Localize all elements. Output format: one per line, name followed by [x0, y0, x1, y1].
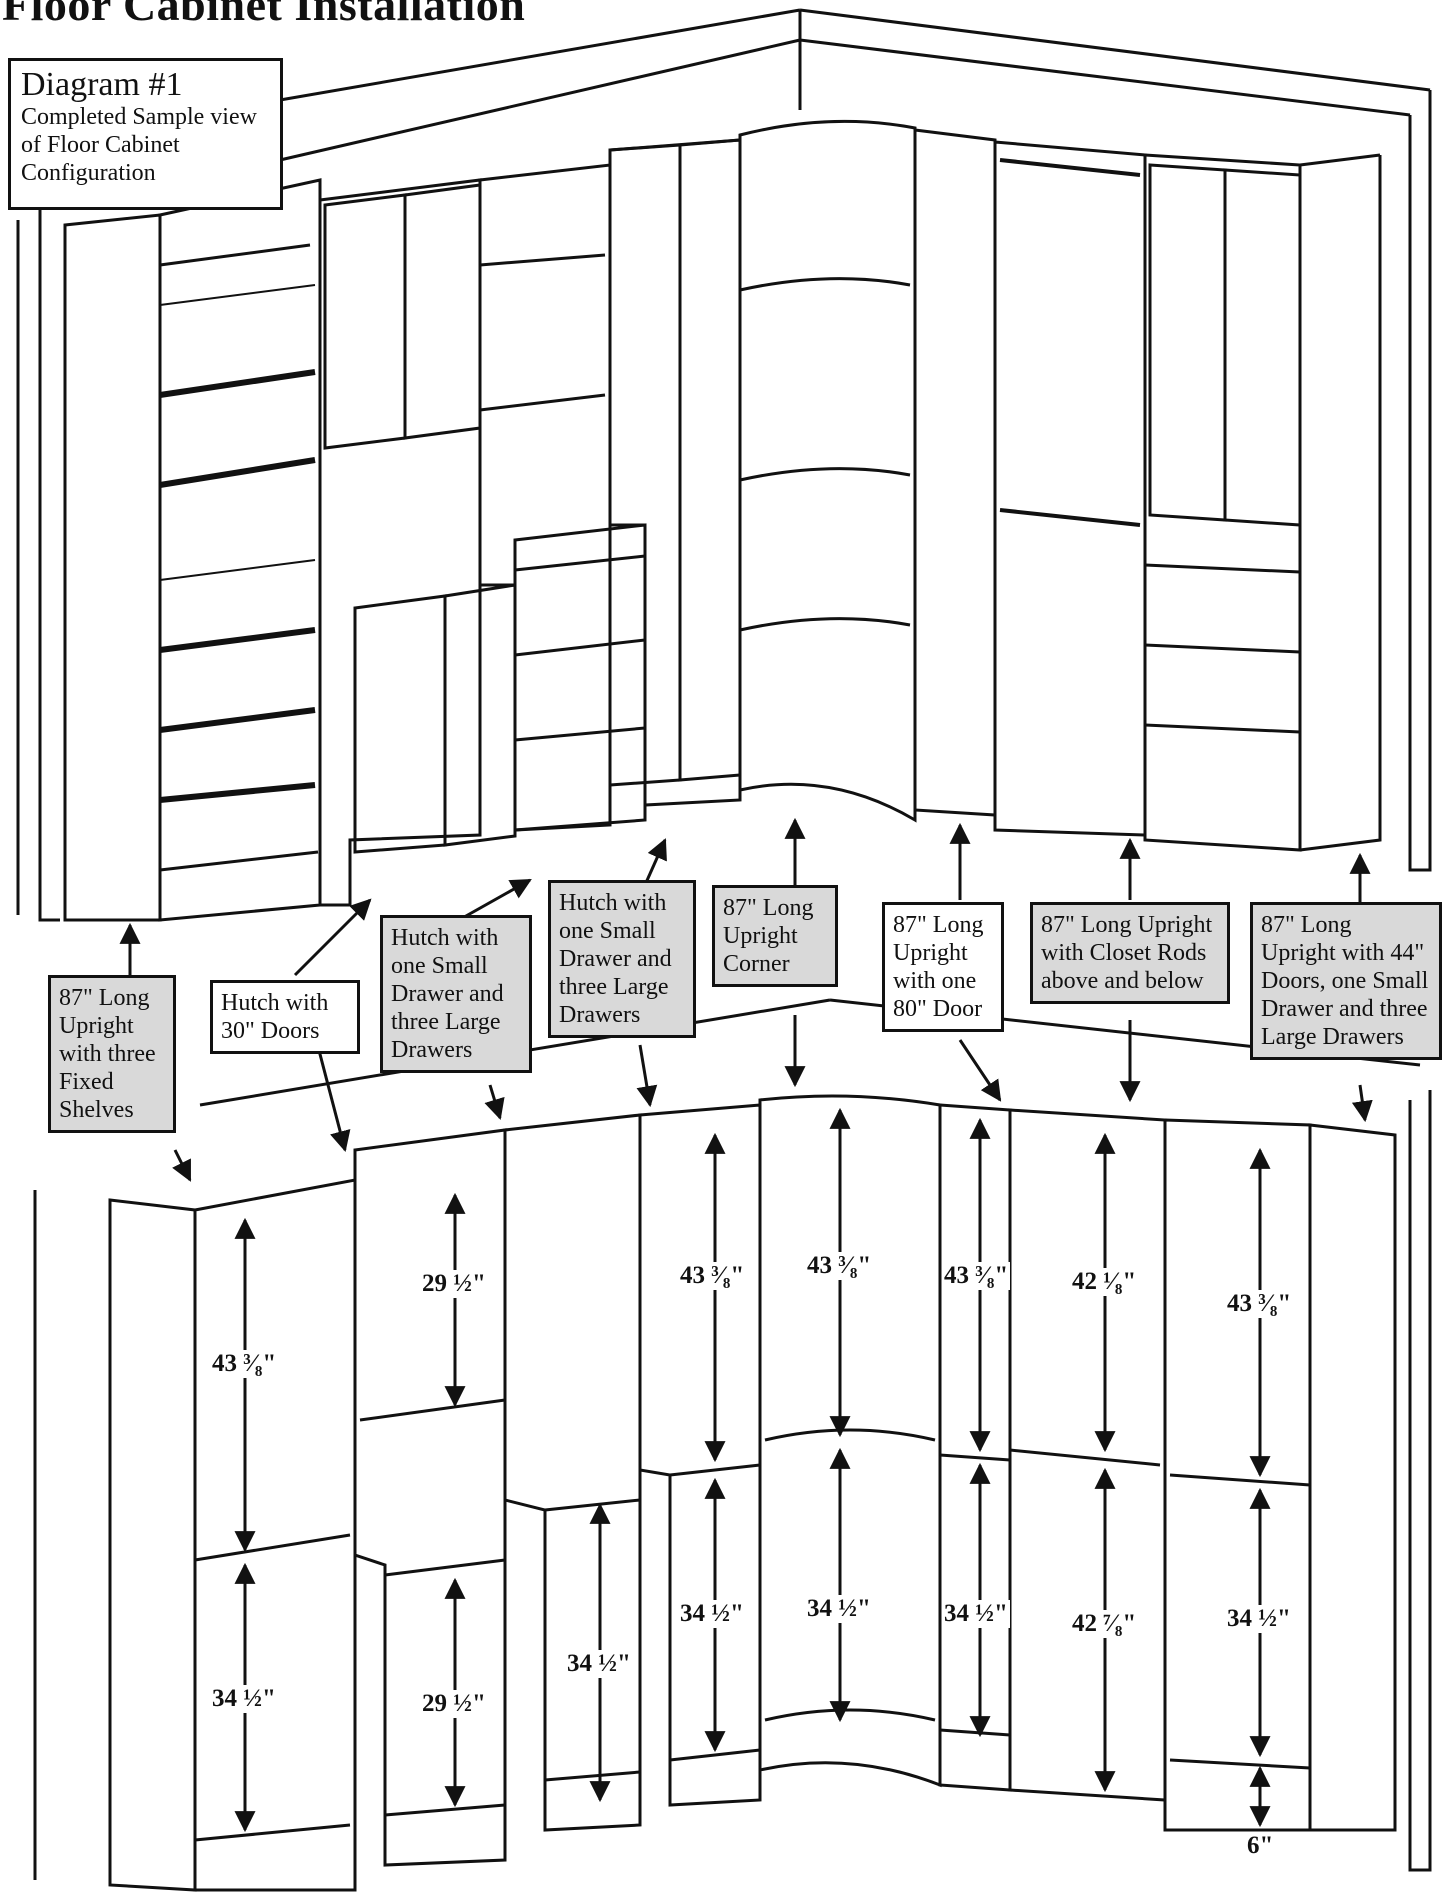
dimension-label: 42 ⁷⁄₈" [1070, 1610, 1139, 1638]
diagram-description: Completed Sample view of Floor Cabinet C… [21, 104, 257, 186]
dimension-label: 34 ½" [1225, 1605, 1293, 1633]
dimension-label: 29 ½" [420, 1690, 488, 1718]
dimension-label: 43 ³⁄₈" [210, 1350, 279, 1378]
dimension-label: 34 ½" [210, 1685, 278, 1713]
dimension-label: 6" [1245, 1832, 1276, 1860]
callout-upright-80-door: 87" Long Upright with one 80" Door [882, 902, 1004, 1032]
diagram-label: Diagram #1 Completed Sample view of Floo… [8, 58, 283, 210]
callout-hutch-30-doors: Hutch with 30" Doors [210, 980, 360, 1054]
upper-cabinet-run [63, 119, 1382, 922]
callout-three-fixed-shelves: 87" Long Upright with three Fixed Shelve… [48, 975, 176, 1133]
dimension-label: 42 ¹⁄₈" [1070, 1268, 1139, 1296]
callout-closet-rods: 87" Long Upright with Closet Rods above … [1030, 902, 1230, 1004]
dimension-label: 43 ³⁄₈" [1225, 1290, 1294, 1318]
callout-hutch-drawers-b: Hutch with one Small Drawer and three La… [548, 880, 696, 1038]
callout-hutch-drawers-a: Hutch with one Small Drawer and three La… [380, 915, 532, 1073]
lower-cabinet-run [108, 1094, 1397, 1892]
dimension-label: 43 ³⁄₈" [678, 1262, 747, 1290]
dimension-label: 34 ½" [678, 1600, 746, 1628]
callout-upright-corner: 87" Long Upright Corner [712, 885, 838, 987]
dimension-label: 34 ½" [565, 1650, 633, 1678]
callout-44-doors: 87" Long Upright with 44" Doors, one Sma… [1250, 902, 1442, 1060]
dimension-label: 29 ½" [420, 1270, 488, 1298]
dimension-label: 43 ³⁄₈" [805, 1252, 874, 1280]
dimension-lines [234, 1107, 1271, 1833]
dimension-label: 43 ³⁄₈" [942, 1262, 1011, 1290]
page-title: Floor Cabinet Installation [2, 0, 526, 30]
diagram-title: Diagram #1 [21, 66, 183, 103]
dimension-label: 34 ½" [805, 1595, 873, 1623]
dimension-label: 34 ½" [942, 1600, 1010, 1628]
lower-pointer-arrows [172, 1015, 1373, 1182]
